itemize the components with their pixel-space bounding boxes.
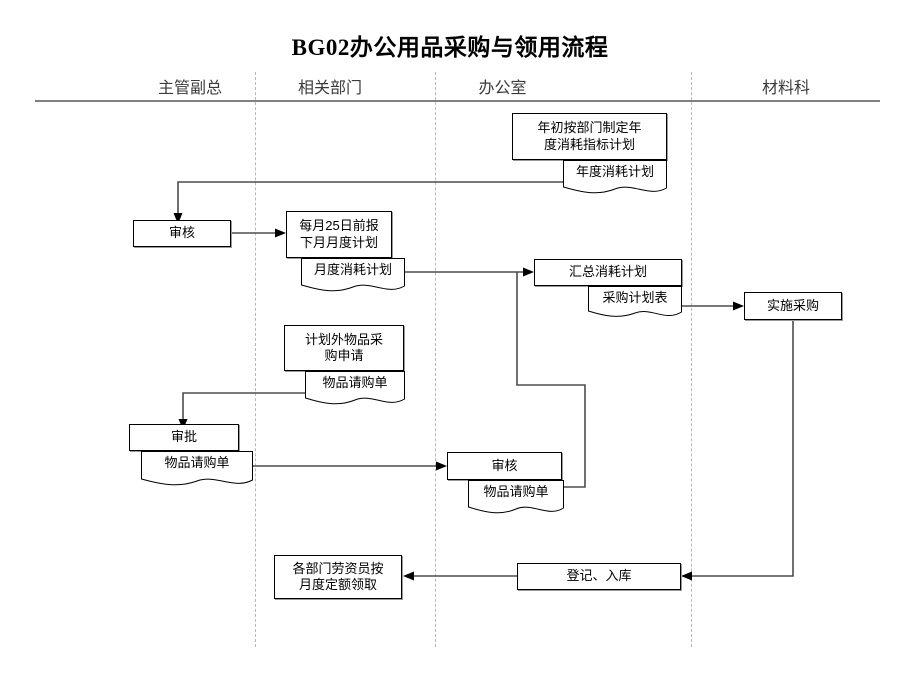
doc-request-form-approved[interactable]: 物品请购单	[141, 451, 253, 488]
document-shape	[563, 160, 667, 194]
doc-request-form-top[interactable]: 物品请购单	[305, 371, 405, 407]
wire-execute-to-register	[692, 320, 794, 577]
node-annual-plan[interactable]: 年初按部门制定年 度消耗指标计划	[512, 113, 667, 160]
doc-label: 采购计划表	[602, 290, 668, 305]
lane-header-bangongshi: 办公室	[478, 80, 527, 97]
page-title: BG02办公用品采购与领用流程	[291, 35, 609, 60]
document-shape	[468, 480, 564, 514]
doc-label: 物品请购单	[164, 455, 230, 470]
doc-label: 月度消耗计划	[313, 262, 392, 277]
wire-annualdoc-to-reviewvp	[177, 181, 565, 213]
doc-label: 物品请购单	[322, 375, 388, 390]
node-summary-plan[interactable]: 汇总消耗计划	[534, 259, 682, 286]
doc-request-form-office[interactable]: 物品请购单	[468, 480, 564, 516]
lane-divider-1	[255, 72, 256, 647]
arrowhead-monthlyplan-left	[275, 228, 286, 238]
node-register-store[interactable]: 登记、入库	[517, 563, 681, 590]
doc-label: 年度消耗计划	[575, 164, 654, 179]
arrowhead-reviewoffice-left	[436, 461, 447, 471]
arrowhead-summary-left	[523, 267, 534, 277]
lane-header-cailiaoke: 材料科	[761, 80, 810, 97]
doc-monthly-consumption-plan[interactable]: 月度消耗计划	[301, 258, 405, 294]
lane-header-zhuguanfuzong: 主管副总	[157, 80, 222, 97]
document-shape	[588, 286, 682, 317]
doc-purchase-plan-form[interactable]: 采购计划表	[588, 286, 682, 320]
document-shape	[305, 371, 405, 405]
arrowhead-deptcollect-right	[403, 571, 414, 581]
doc-label: 物品请购单	[483, 484, 549, 499]
wire-officedoc-to-summary	[516, 272, 586, 488]
lane-divider-2	[435, 72, 436, 647]
lane-divider-3	[691, 72, 692, 647]
doc-annual-consumption-plan[interactable]: 年度消耗计划	[563, 160, 667, 196]
header-divider-rule	[35, 100, 880, 102]
node-review-office[interactable]: 审核	[447, 452, 562, 480]
node-review-vp[interactable]: 审核	[133, 220, 231, 247]
node-monthly-plan[interactable]: 每月25日前报 下月月度计划	[286, 211, 392, 258]
document-shape	[141, 451, 253, 486]
arrowhead-execute-left	[733, 301, 744, 311]
lane-header-xiangguanbumen: 相关部门	[297, 80, 362, 97]
wire-requestdoc-to-approve	[182, 392, 305, 419]
document-shape	[301, 258, 405, 292]
node-extra-purchase-request[interactable]: 计划外物品采 购申请	[284, 325, 404, 371]
node-execute-purchase[interactable]: 实施采购	[744, 292, 842, 320]
node-approve-vp[interactable]: 审批	[129, 424, 239, 451]
arrowhead-reviewvp-top	[173, 213, 183, 224]
arrowhead-register-right	[681, 571, 692, 581]
node-dept-collect[interactable]: 各部门劳资员按 月度定额领取	[274, 555, 402, 599]
